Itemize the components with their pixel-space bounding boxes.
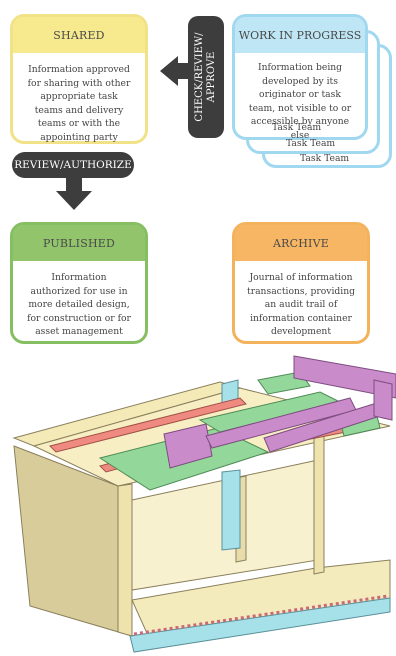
archive-title: ARCHIVE [235,225,367,261]
purple-duct-5 [373,379,393,421]
wip-description: Information being developed by its origi… [248,62,352,141]
arrow-down-icon [56,178,92,210]
red-duct-1 [49,397,247,453]
published-title: PUBLISHED [13,225,145,261]
purple-duct-1 [163,423,213,469]
shared-title: SHARED [13,17,145,53]
task-team-label-1: Task Team [272,122,322,133]
right-frame-post [313,425,325,575]
base-dashes [133,594,389,636]
blue-column [221,469,241,551]
front-frame-post [117,483,133,637]
published-box: PUBLISHED Information authorized for use… [10,222,148,344]
arrow-left-icon [160,56,188,86]
archive-box: ARCHIVE Journal of information transacti… [232,222,370,344]
task-team-label-3: Task Team [300,153,350,164]
blue-base-strip [129,597,391,653]
wip-title: WORK IN PROGRESS [235,17,365,53]
wip-box: WORK IN PROGRESS Information being devel… [232,14,368,141]
archive-description: Journal of information transactions, pro… [247,272,356,337]
review-authorize-label: REVIEW/AUTHORIZE [12,152,134,178]
shared-description: Information approved for sharing with ot… [27,64,131,143]
check-review-approve-label: CHECK/REVIEW/APPROVE [188,16,224,138]
shared-box: SHARED Information approved for sharing … [10,14,148,144]
purple-duct-4 [293,355,396,399]
published-description: Information authorized for use in more d… [27,272,131,337]
task-team-label-2: Task Team [286,138,336,149]
